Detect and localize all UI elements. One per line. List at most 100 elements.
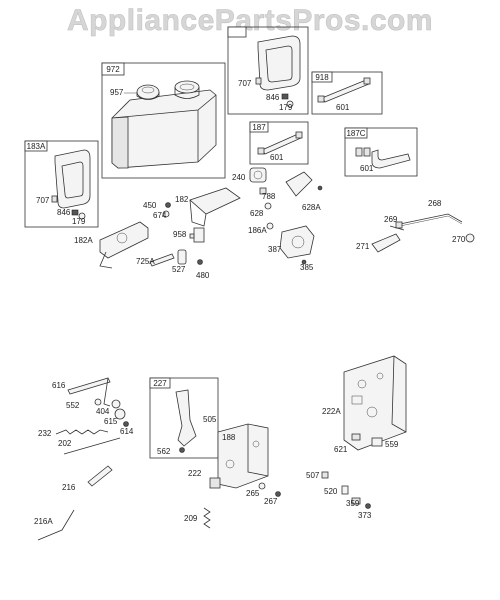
callout-707-top: 707 — [238, 79, 252, 88]
screw-267-icon — [275, 491, 281, 497]
callout-520: 520 — [324, 487, 338, 496]
shaft-616-icon — [67, 377, 111, 407]
bracket-182A-icon — [99, 221, 149, 269]
callout-179-top: 179 — [279, 103, 293, 112]
callout-186A: 186A — [248, 226, 267, 235]
callout-359: 359 — [346, 499, 360, 508]
callout-385: 385 — [300, 263, 314, 272]
nut-270-icon — [465, 233, 475, 243]
callout-232: 232 — [38, 429, 52, 438]
callout-958: 958 — [173, 230, 187, 239]
elbow-fuel-line-icon — [355, 147, 411, 169]
callout-222A: 222A — [322, 407, 341, 416]
group-label-187C: 187C — [346, 129, 365, 138]
fuel-line-187-icon — [257, 131, 303, 155]
callout-621: 621 — [334, 445, 348, 454]
callout-614: 614 — [120, 427, 134, 436]
clip-507-icon — [321, 471, 329, 479]
callout-601-187C: 601 — [360, 164, 374, 173]
callout-507: 507 — [306, 471, 320, 480]
callout-559: 559 — [385, 440, 399, 449]
clip-359-icon — [351, 497, 361, 505]
group-972[interactable]: 972 957 — [101, 62, 226, 179]
rod-216-icon — [87, 465, 113, 487]
screw-265-icon — [258, 482, 266, 490]
callout-846-183A: 846 — [57, 208, 71, 217]
callout-387: 387 — [268, 245, 282, 254]
spring-232-icon — [55, 429, 109, 435]
switch-621-icon — [351, 433, 361, 441]
watermark-text: AppliancePartsPros.com — [67, 4, 433, 37]
rod-216A-icon — [37, 509, 75, 541]
plate-628A-icon — [285, 171, 323, 197]
filter-527-icon — [177, 249, 187, 265]
throttle-cable-268-icon — [395, 213, 463, 229]
tank-strap-icon — [54, 149, 91, 209]
callout-450: 450 — [143, 201, 157, 210]
fuel-tank-strap-icon — [257, 35, 301, 91]
group-label-918: 918 — [315, 73, 329, 82]
washer-552-icon — [94, 398, 102, 406]
callout-505: 505 — [203, 415, 217, 424]
callout-271: 271 — [356, 242, 370, 251]
group-187[interactable]: 187 601 — [249, 121, 309, 165]
callout-527: 527 — [172, 265, 186, 274]
group-918[interactable]: 918 601 — [311, 71, 383, 115]
callout-725A: 725A — [136, 257, 155, 266]
callout-628: 628 — [250, 209, 264, 218]
callout-480: 480 — [196, 271, 210, 280]
link-202-icon — [63, 437, 121, 455]
callout-957: 957 — [110, 88, 124, 97]
callout-216A: 216A — [34, 517, 53, 526]
group-227[interactable]: 227 505 562 — [149, 377, 219, 459]
group-label-183A: 183A — [27, 142, 46, 151]
callout-222: 222 — [188, 469, 202, 478]
callout-615: 615 — [104, 417, 118, 426]
governor-lever-icon — [175, 389, 197, 453]
screw-373-icon — [365, 503, 371, 509]
group-183A[interactable]: 183A 707 846 179 — [24, 140, 99, 228]
spring-269-icon — [389, 225, 405, 231]
callout-216: 216 — [62, 483, 76, 492]
screw-628-icon — [264, 202, 272, 210]
fuel-line-icon — [317, 77, 371, 103]
carb-240-icon — [249, 167, 267, 183]
collar-404-icon — [111, 399, 121, 409]
group-label-227: 227 — [153, 379, 167, 388]
air-cleaner-387-icon — [279, 225, 315, 259]
tank-bracket-182-icon — [189, 187, 241, 227]
callout-209: 209 — [184, 514, 198, 523]
control-bracket-222-icon — [209, 423, 269, 489]
control-panel-222A-icon — [343, 355, 407, 451]
washer-674-icon — [162, 210, 170, 218]
callout-552: 552 — [66, 401, 80, 410]
callout-601-187: 601 — [270, 153, 284, 162]
callout-373: 373 — [358, 511, 372, 520]
switch-559-icon — [371, 437, 383, 447]
callout-202: 202 — [58, 439, 72, 448]
pipe-725A-icon — [149, 253, 175, 267]
callout-707-183A: 707 — [36, 196, 50, 205]
group-top-guard[interactable]: 707 846 179 — [227, 26, 309, 115]
clip-480-icon — [197, 259, 203, 265]
seal-788-icon — [259, 187, 267, 195]
group-label-972: 972 — [106, 65, 120, 74]
callout-788: 788 — [262, 192, 276, 201]
callout-404: 404 — [96, 407, 110, 416]
group-label-187: 187 — [252, 123, 266, 132]
callout-268: 268 — [428, 199, 442, 208]
screw-450-icon — [165, 202, 171, 208]
callout-616: 616 — [52, 381, 66, 390]
fuel-tank-icon — [111, 80, 217, 169]
gear-615-icon — [114, 408, 126, 420]
callout-601-918: 601 — [336, 103, 350, 112]
callout-182A: 182A — [74, 236, 93, 245]
callout-270: 270 — [452, 235, 466, 244]
callout-240: 240 — [232, 173, 246, 182]
fuel-valve-958-icon — [189, 227, 205, 243]
group-187C[interactable]: 187C 601 — [344, 127, 418, 177]
callout-179-183A: 179 — [72, 217, 86, 226]
callout-674: 674 — [153, 211, 167, 220]
bracket-520-icon — [341, 485, 349, 495]
